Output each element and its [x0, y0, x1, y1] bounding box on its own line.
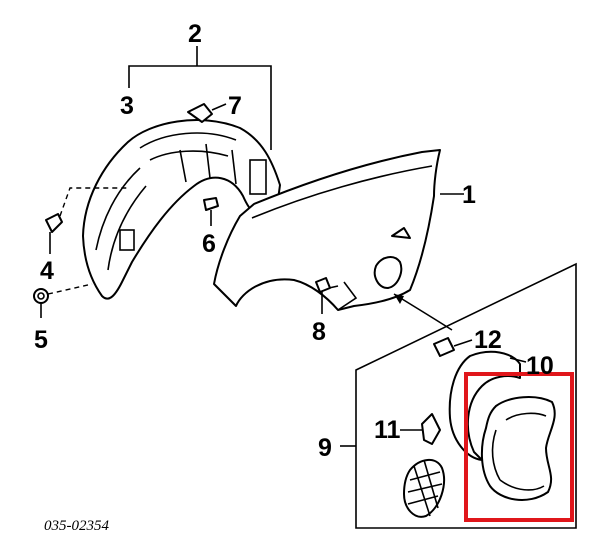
callout-10: 10	[526, 352, 554, 380]
grommet-part-5	[33, 283, 93, 318]
inner-panel-part	[480, 396, 556, 501]
callout-11: 11	[374, 416, 401, 444]
fender-liner-part	[82, 119, 281, 300]
front-fender-part	[213, 149, 464, 311]
clip-part-4	[45, 187, 128, 254]
callout-7: 7	[228, 92, 242, 120]
kit-arrow	[393, 293, 453, 331]
mesh-grille-part	[403, 459, 445, 518]
callout-8: 8	[312, 318, 326, 346]
kit-box-part-9	[340, 262, 577, 529]
clip-part-11	[400, 413, 441, 445]
bolt-part-8	[315, 277, 331, 314]
group-bracket-2	[128, 46, 272, 150]
callout-12: 12	[474, 326, 502, 354]
callout-2: 2	[188, 20, 202, 48]
callout-5: 5	[34, 326, 48, 354]
callout-9: 9	[318, 434, 332, 462]
clip-part-7	[187, 103, 227, 123]
callout-4: 4	[40, 257, 54, 285]
callout-6: 6	[202, 230, 216, 258]
diagram-code: 035-02354	[44, 518, 109, 534]
highlight-box	[464, 372, 574, 522]
nut-part-12	[433, 337, 473, 357]
callout-1: 1	[462, 181, 476, 209]
screw-part-6	[203, 197, 219, 226]
callout-3: 3	[120, 92, 134, 120]
